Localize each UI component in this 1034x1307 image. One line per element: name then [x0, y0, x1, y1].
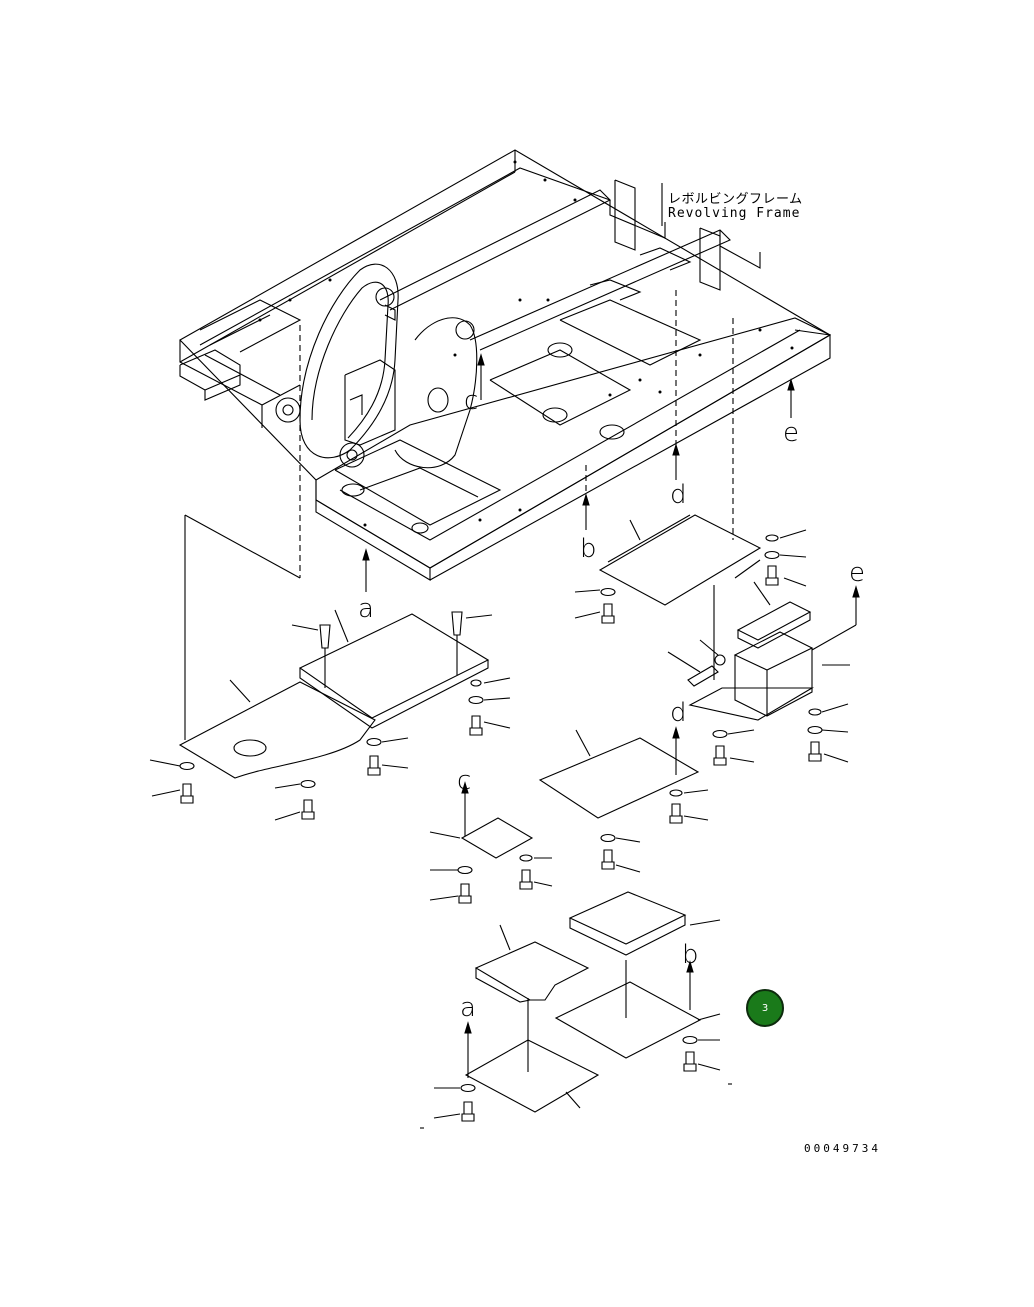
- bottom-group: [420, 892, 732, 1128]
- ref-letter-b-frame: b: [580, 534, 597, 564]
- callout-marker[interactable]: 3: [746, 989, 784, 1027]
- frame-label-english: Revolving Frame: [668, 206, 801, 221]
- boom-bracket-left: [300, 264, 398, 458]
- ref-letter-b-plate: b: [682, 940, 699, 970]
- frame-label-japanese: レボルビングフレーム: [668, 192, 803, 207]
- ref-letter-c-plate: c: [457, 766, 472, 796]
- small-plate: [462, 818, 532, 858]
- ref-letter-a-plate: a: [460, 993, 476, 1023]
- callout-label: 3: [761, 1002, 769, 1014]
- small-plate-group: [430, 783, 552, 903]
- ref-letter-d-plate: d: [670, 698, 687, 728]
- ref-letter-a-frame: a: [358, 594, 374, 624]
- middle-plate-group: [540, 728, 708, 872]
- ref-letter-c-frame: c: [464, 386, 479, 416]
- battery-box-top: [735, 632, 812, 670]
- ref-letter-d-frame: d: [670, 480, 687, 510]
- right-upper-group: [575, 515, 859, 765]
- plate-bottom-left: [466, 1040, 598, 1112]
- frame-arrows: [363, 355, 794, 592]
- ref-letter-e-battery: e: [849, 558, 865, 588]
- ref-letter-e-frame: e: [783, 418, 799, 448]
- middle-plate: [540, 738, 698, 818]
- revolving-frame: [180, 150, 830, 580]
- part-number: 00049734: [804, 1142, 881, 1155]
- right-plate-upper: [600, 515, 760, 605]
- left-cover-group: [150, 515, 510, 820]
- pad-left: [476, 942, 588, 1000]
- left-plate-upper: [300, 614, 488, 718]
- left-plate-large: [180, 682, 375, 778]
- plate-bottom-right: [556, 982, 700, 1058]
